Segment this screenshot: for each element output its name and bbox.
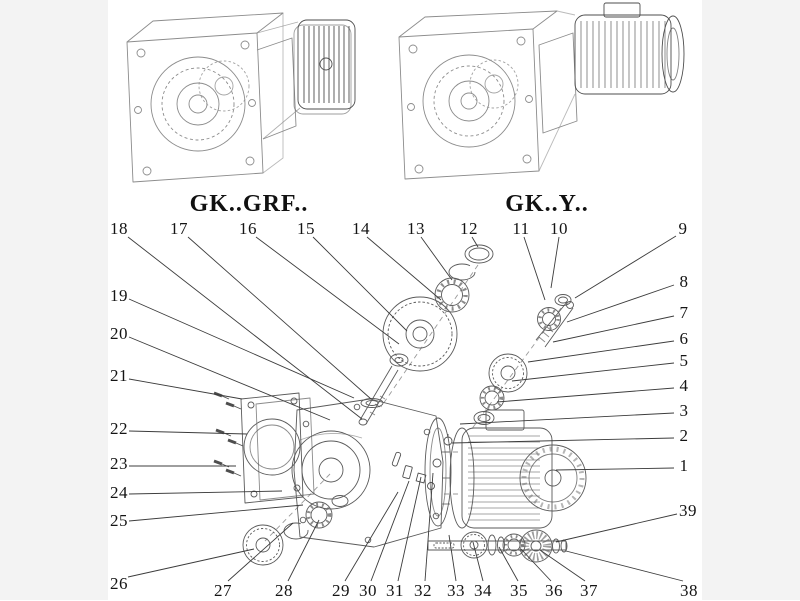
part-number-23: 23 bbox=[110, 454, 128, 473]
series-label-gk-grf: GK..GRF.. bbox=[189, 191, 309, 217]
leader-line-6 bbox=[527, 340, 675, 363]
part-number-36: 36 bbox=[545, 581, 563, 600]
series-label-gk-y: GK..Y.. bbox=[505, 191, 589, 217]
leader-line-10 bbox=[550, 236, 560, 289]
leader-lines bbox=[127, 235, 684, 582]
leader-line-35 bbox=[498, 546, 519, 582]
leader-line-22 bbox=[128, 430, 248, 435]
leader-line-25 bbox=[128, 504, 304, 522]
assembly-axis-lines bbox=[264, 264, 562, 542]
leader-line-18 bbox=[127, 236, 363, 420]
leader-line-13 bbox=[420, 236, 453, 281]
bevel-gear-shaft-parts bbox=[358, 244, 494, 426]
part-number-31: 31 bbox=[386, 581, 404, 600]
input-pinion-parts bbox=[473, 294, 574, 425]
leader-line-17 bbox=[187, 236, 372, 400]
part-number-3: 3 bbox=[679, 401, 689, 420]
motor-drawing bbox=[442, 409, 587, 529]
part-number-25: 25 bbox=[110, 511, 128, 530]
part-number-15: 15 bbox=[297, 219, 315, 238]
part-number-14: 14 bbox=[352, 219, 370, 238]
part-number-5: 5 bbox=[679, 351, 689, 370]
output-shaft-parts bbox=[427, 529, 568, 563]
part-number-33: 33 bbox=[447, 581, 465, 600]
leader-line-15 bbox=[312, 236, 408, 332]
part-number-9: 9 bbox=[678, 219, 688, 238]
part-number-24: 24 bbox=[110, 483, 128, 502]
leader-line-5 bbox=[511, 362, 675, 382]
finned-cover bbox=[293, 19, 356, 115]
part-number-21: 21 bbox=[110, 366, 128, 385]
leader-line-30 bbox=[370, 480, 410, 582]
leader-line-37 bbox=[539, 549, 586, 582]
part-number-39: 39 bbox=[679, 501, 697, 520]
leader-line-24 bbox=[128, 490, 283, 495]
gear-housing bbox=[291, 398, 452, 548]
part-number-17: 17 bbox=[170, 219, 188, 238]
leader-line-36 bbox=[520, 548, 552, 582]
part-number-27: 27 bbox=[214, 581, 232, 600]
part-number-22: 22 bbox=[110, 419, 128, 438]
leader-line-9 bbox=[574, 235, 677, 299]
gk-grf-drawing bbox=[126, 12, 356, 183]
part-number-37: 37 bbox=[580, 581, 598, 600]
part-number-38: 38 bbox=[680, 581, 698, 600]
leader-line-16 bbox=[255, 236, 400, 345]
part-number-12: 12 bbox=[460, 219, 478, 238]
leader-line-20 bbox=[128, 336, 331, 421]
part-number-28: 28 bbox=[275, 581, 293, 600]
part-number-7: 7 bbox=[679, 303, 689, 322]
part-number-18: 18 bbox=[110, 219, 128, 238]
leader-line-33 bbox=[448, 534, 457, 582]
leader-line-8 bbox=[566, 284, 675, 323]
leader-line-12 bbox=[471, 236, 479, 248]
leader-line-26 bbox=[127, 548, 255, 578]
leader-line-4 bbox=[496, 387, 675, 403]
part-number-13: 13 bbox=[407, 219, 425, 238]
cover-screws bbox=[213, 391, 244, 477]
leader-line-38 bbox=[565, 550, 684, 582]
part-number-16: 16 bbox=[239, 219, 257, 238]
part-number-11: 11 bbox=[512, 219, 530, 238]
part-number-8: 8 bbox=[679, 272, 689, 291]
leader-line-34 bbox=[472, 541, 484, 582]
leader-line-2 bbox=[451, 437, 675, 444]
part-number-1: 1 bbox=[679, 456, 689, 475]
leader-line-29 bbox=[344, 491, 399, 582]
part-number-10: 10 bbox=[550, 219, 568, 238]
part-number-19: 19 bbox=[110, 286, 128, 305]
part-number-4: 4 bbox=[679, 376, 689, 395]
leader-line-3 bbox=[459, 412, 675, 425]
leader-line-31 bbox=[397, 476, 422, 582]
exploded-assembly bbox=[213, 244, 587, 566]
leader-line-14 bbox=[366, 236, 442, 301]
part-number-30: 30 bbox=[359, 581, 377, 600]
leader-line-21 bbox=[128, 378, 243, 400]
part-number-26: 26 bbox=[110, 574, 128, 593]
leader-line-7 bbox=[552, 315, 675, 343]
part-number-34: 34 bbox=[474, 581, 492, 600]
part-number-2: 2 bbox=[679, 426, 689, 445]
leader-line-27 bbox=[227, 522, 294, 582]
part-number-35: 35 bbox=[510, 581, 528, 600]
page-margin-right bbox=[702, 0, 800, 600]
motor-top-drawing bbox=[574, 2, 685, 95]
leader-line-11 bbox=[523, 236, 546, 301]
page-margin-left bbox=[0, 0, 108, 600]
part-number-32: 32 bbox=[414, 581, 432, 600]
leader-line-1 bbox=[555, 467, 675, 471]
part-number-29: 29 bbox=[332, 581, 350, 600]
part-number-20: 20 bbox=[110, 324, 128, 343]
leader-line-28 bbox=[287, 519, 320, 582]
leader-line-39 bbox=[555, 513, 678, 543]
part-number-6: 6 bbox=[679, 329, 689, 348]
gk-y-drawing bbox=[398, 2, 685, 180]
lower-bearing-parts bbox=[242, 495, 349, 566]
leader-line-19 bbox=[128, 298, 355, 399]
leader-line-32 bbox=[424, 472, 434, 582]
